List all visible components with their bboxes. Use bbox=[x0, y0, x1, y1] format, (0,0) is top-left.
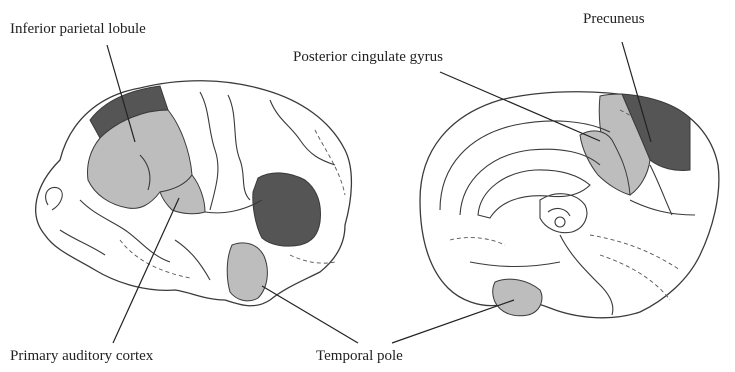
lateral-light-region-temporal-pole bbox=[227, 243, 267, 301]
lateral-brain-view bbox=[36, 81, 352, 306]
label-primary-auditory-cortex: Primary auditory cortex bbox=[10, 349, 153, 364]
leader-temporal-pole-medial bbox=[392, 300, 514, 343]
medial-brain-view bbox=[420, 92, 719, 318]
label-temporal-pole: Temporal pole bbox=[316, 349, 403, 364]
label-posterior-cingulate-gyrus: Posterior cingulate gyrus bbox=[293, 50, 443, 65]
leader-temporal-pole-lateral bbox=[262, 286, 358, 343]
label-precuneus: Precuneus bbox=[583, 12, 645, 27]
label-inferior-parietal-lobule: Inferior parietal lobule bbox=[10, 22, 146, 37]
